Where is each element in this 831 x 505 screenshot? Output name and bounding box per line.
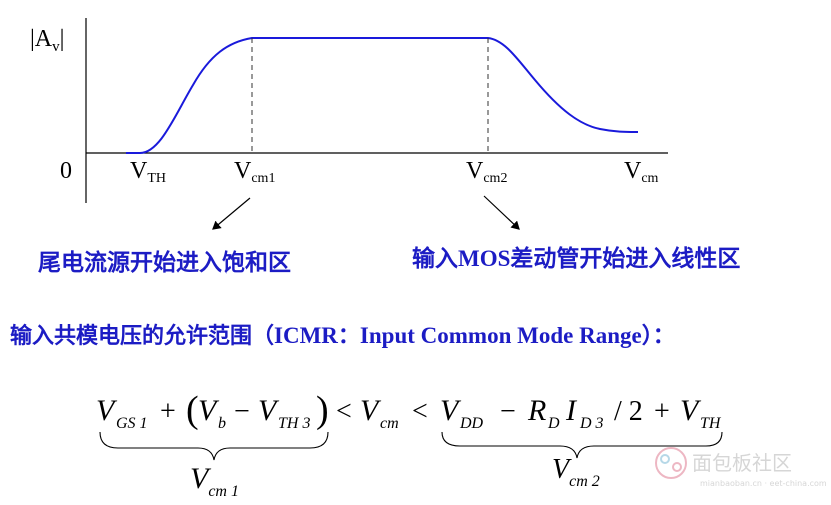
svg-text:V: V: [258, 394, 280, 427]
svg-text:+: +: [160, 396, 176, 427]
svg-text:): ): [316, 389, 329, 431]
svg-text:V: V: [198, 394, 220, 427]
gain-curve: [126, 37, 639, 154]
tick-vcm: Vcm: [624, 158, 659, 186]
svg-text:V: V: [96, 394, 118, 427]
annotation-tail-current-saturation: 尾电流源开始进入饱和区: [38, 249, 291, 276]
right-arrow: [483, 195, 520, 230]
svg-text:cm: cm: [380, 415, 399, 432]
svg-text:<: <: [336, 396, 352, 427]
svg-text:(: (: [186, 389, 199, 431]
brace-label-vcm1: Vcm 1: [190, 462, 239, 500]
svg-text:<: <: [412, 396, 428, 427]
svg-text:GS 1: GS 1: [116, 415, 148, 432]
svg-text:D 3: D 3: [579, 415, 604, 432]
svg-text:TH 3: TH 3: [278, 415, 310, 432]
svg-text:TH: TH: [700, 415, 722, 432]
svg-text:V: V: [360, 394, 382, 427]
svg-text:I: I: [565, 394, 578, 427]
svg-text:V: V: [440, 394, 462, 427]
left-arrow: [212, 197, 251, 230]
svg-text:−: −: [500, 396, 516, 427]
brace-label-vcm2: Vcm 2: [552, 454, 600, 490]
svg-text:mianbaoban.cn · eet-china.com: mianbaoban.cn · eet-china.com: [700, 479, 827, 488]
svg-text:b: b: [218, 415, 226, 432]
watermark: 面包板社区 mianbaoban.cn · eet-china.com: [655, 447, 827, 488]
svg-text:−: −: [234, 396, 250, 427]
svg-text:DD: DD: [459, 415, 484, 432]
tick-vcm1: Vcm1: [234, 158, 275, 186]
tick-vcm2: Vcm2: [466, 158, 507, 186]
icmr-formula: V GS 1 + ( V b − V TH 3 ) < V cm < V D D …: [96, 389, 722, 432]
svg-text:面包板社区: 面包板社区: [692, 451, 792, 475]
svg-text:/ 2: / 2: [614, 396, 643, 427]
left-underbrace: [99, 431, 329, 461]
svg-text:D: D: [547, 415, 560, 432]
svg-text:R: R: [527, 394, 546, 427]
svg-text:+: +: [654, 396, 670, 427]
tick-vth: VTH: [130, 158, 166, 186]
origin-label: 0: [60, 158, 72, 184]
y-axis-label: |Av|: [30, 26, 64, 55]
annotation-mos-linear: 输入MOS差动管开始进入线性区: [412, 245, 740, 272]
watermark-logo-icon: [655, 447, 687, 479]
icmr-heading: 输入共模电压的允许范围（ICMR：Input Common Mode Range…: [10, 323, 675, 349]
svg-text:V: V: [680, 394, 702, 427]
right-underbrace: [441, 431, 723, 459]
